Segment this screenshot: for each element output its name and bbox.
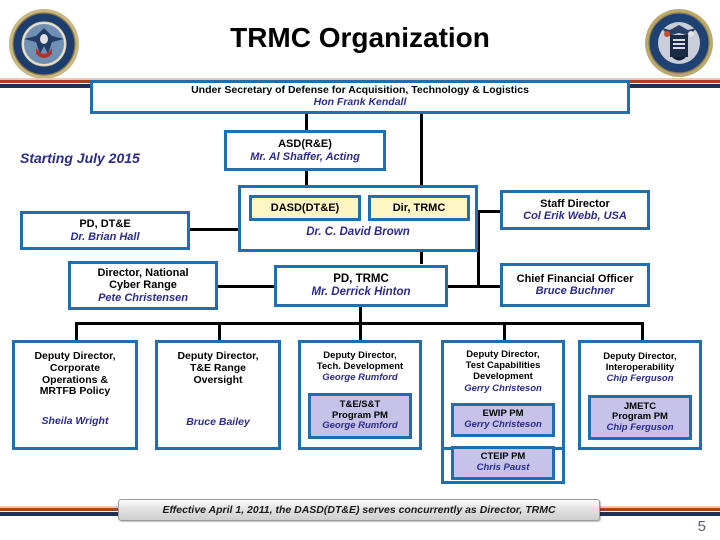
node-person: Dr. Brian Hall — [70, 230, 140, 243]
node-role: Staff Director — [540, 197, 610, 210]
connector-bus-dd5 — [641, 322, 644, 340]
node-person: Mr. Derrick Hinton — [311, 286, 411, 298]
node-deputy-te-range-oversight[interactable]: Deputy Director, T&E Range Oversight Bru… — [155, 340, 281, 450]
connector-brown-staffdir — [478, 210, 500, 213]
node-deputy-test-capabilities[interactable]: Deputy Director, Test Capabilities Devel… — [441, 340, 565, 480]
node-role: Deputy Director, Corporate Operations & … — [34, 350, 116, 398]
node-role: CTEIP PM — [480, 451, 526, 463]
node-person: Bruce Bailey — [186, 416, 250, 429]
starting-date-label: Starting July 2015 — [20, 150, 140, 166]
connector-pdtrmc-cfo — [448, 285, 500, 288]
node-role: Director, National Cyber Range — [97, 267, 189, 292]
node-person: Bruce Buchner — [535, 285, 615, 297]
node-brown-container[interactable]: DASD(DT&E) Dir, TRMC Dr. C. David Brown — [238, 185, 478, 252]
node-role: Under Secretary of Defense for Acquisiti… — [191, 84, 529, 97]
node-person: Hon Frank Kendall — [313, 96, 407, 108]
node-asd-re[interactable]: ASD(R&E) Mr. Al Shaffer, Acting — [224, 130, 386, 171]
node-deputy-interoperability[interactable]: Deputy Director, Interoperability Chip F… — [578, 340, 702, 450]
node-deputy-corporate-ops[interactable]: Deputy Director, Corporate Operations & … — [12, 340, 138, 450]
connector-pdtrmc-ncr — [218, 285, 274, 288]
node-pd-trmc[interactable]: PD, TRMC Mr. Derrick Hinton — [274, 265, 448, 307]
node-header: Deputy Director, Test Capabilities Devel… — [464, 349, 542, 394]
connector-brown-pddte — [190, 228, 240, 231]
footer-note-banner: Effective April 1, 2011, the DASD(DT&E) … — [118, 499, 600, 521]
node-role: DASD(DT&E) — [270, 201, 340, 214]
node-header: Deputy Director, Tech. Development Georg… — [316, 350, 404, 384]
test-resource-management-center-seal — [644, 8, 714, 78]
page-title: TRMC Organization — [230, 22, 490, 53]
node-cteip-pm[interactable]: CTEIP PM Chris Paust — [451, 446, 555, 480]
node-pd-dte[interactable]: PD, DT&E Col Erik Webb, USA Dr. Brian Ha… — [20, 211, 190, 250]
node-deputy-tech-development[interactable]: Deputy Director, Tech. Development Georg… — [298, 340, 422, 450]
node-jmetc-program-pm[interactable]: JMETC Program PM Chip Ferguson — [588, 395, 692, 440]
header-stripe-pale — [0, 78, 720, 80]
node-ewip-pm[interactable]: EWIP PM Gerry Christeson — [451, 403, 555, 437]
node-role: JMETC Program PM — [612, 400, 668, 423]
node-role: T&E/S&T Program PM — [332, 399, 388, 421]
right-spine-line — [477, 210, 480, 288]
node-person: Col Erik Webb, USA — [523, 210, 627, 222]
node-role: ASD(R&E) — [278, 138, 332, 151]
node-person: Chris Paust — [476, 462, 530, 473]
connector-usdatl-asdre — [305, 113, 308, 131]
connector-bus-dd3 — [359, 322, 362, 340]
connector-bus-dd4 — [503, 322, 506, 340]
node-person: George Rumford — [322, 420, 398, 432]
node-person: Chip Ferguson — [606, 421, 674, 433]
node-staff-director[interactable]: Staff Director Col Erik Webb, USA — [500, 190, 650, 230]
connector-usdatl-dirtrmc — [420, 113, 423, 186]
node-person: Sheila Wright — [41, 415, 109, 427]
node-header: Deputy Director, Interoperability Chip F… — [603, 351, 677, 385]
node-role: PD, TRMC — [333, 273, 389, 286]
connector-asdre-dasd — [305, 170, 308, 186]
department-of-defense-seal — [8, 8, 80, 80]
node-national-cyber-range[interactable]: Director, National Cyber Range Pete Chri… — [68, 261, 218, 310]
node-person: Mr. Al Shaffer, Acting — [250, 150, 360, 163]
node-dasd-dte[interactable]: DASD(DT&E) — [249, 195, 361, 221]
node-person: Pete Christensen — [98, 291, 188, 304]
node-role: Dir, TRMC — [392, 201, 446, 214]
page-number: 5 — [697, 518, 706, 535]
node-dir-trmc[interactable]: Dir, TRMC — [368, 195, 470, 221]
node-person: Gerry Christeson — [464, 419, 542, 430]
node-role: Chief Financial Officer — [516, 272, 634, 285]
node-te-st-program-pm[interactable]: T&E/S&T Program PM George Rumford — [308, 393, 412, 439]
node-cfo[interactable]: Chief Financial Officer Bruce Buchner — [500, 263, 650, 307]
node-role: PD, DT&E — [79, 218, 131, 231]
node-role: Deputy Director, T&E Range Oversight — [177, 350, 259, 386]
node-role: EWIP PM — [482, 408, 524, 420]
node-usd-atl[interactable]: Under Secretary of Defense for Acquisiti… — [90, 80, 630, 114]
node-brown-person: Dr. C. David Brown — [306, 226, 410, 238]
connector-bus-dd1 — [75, 322, 78, 340]
connector-bus-dd2 — [218, 322, 221, 340]
